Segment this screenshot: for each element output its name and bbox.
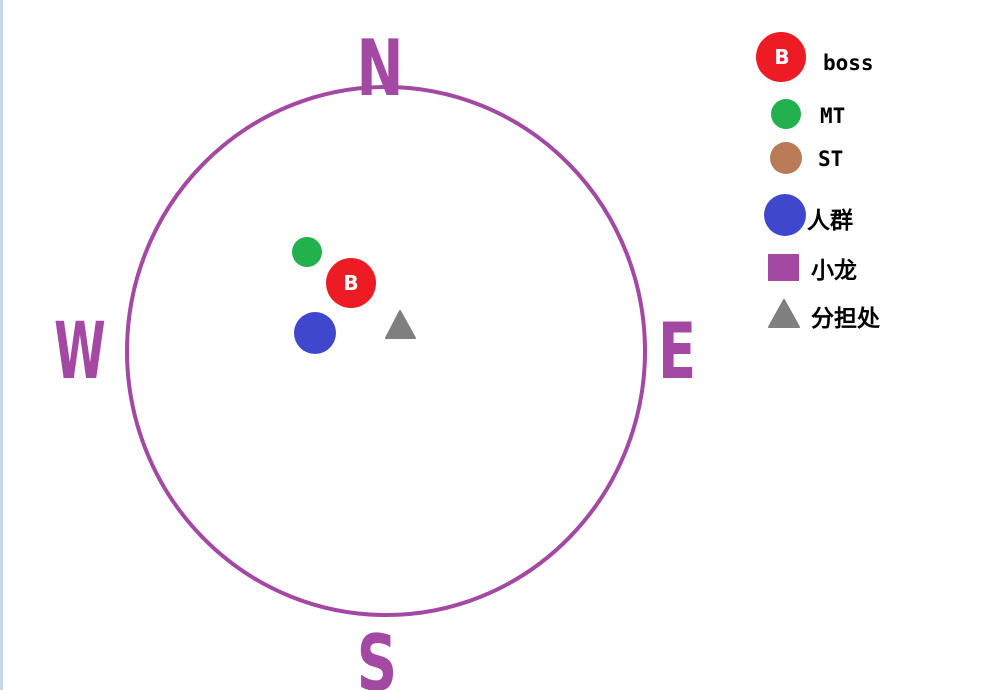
window-edge (0, 0, 3, 690)
legend-st-label: ST (818, 147, 843, 171)
legend-crowd-label: 人群 (807, 207, 853, 234)
compass-west: W (54, 306, 106, 397)
boss-marker (326, 258, 376, 308)
compass-north: N (357, 24, 404, 115)
legend-crowd-icon (764, 194, 806, 236)
compass-south: S (357, 619, 397, 690)
legend-mt-label: MT (820, 104, 845, 128)
compass-east: E (658, 307, 696, 398)
legend-st-icon (770, 142, 802, 174)
legend-share-icon (768, 299, 800, 328)
legend-dragon-label: 小龙 (811, 258, 857, 284)
legend: B boss MT ST 人群 小龙 分担处 (756, 32, 880, 332)
legend-boss-label: boss (823, 51, 874, 75)
mt-marker (292, 237, 322, 267)
legend-boss-icon-text: B (774, 45, 789, 69)
legend-boss-icon (756, 32, 806, 82)
crowd-marker (294, 312, 336, 354)
arena-ring (125, 85, 647, 617)
legend-mt-icon (771, 99, 801, 129)
legend-share-label: 分担处 (811, 306, 880, 332)
legend-dragon-icon (768, 254, 799, 281)
boss-marker-label: B (343, 271, 358, 295)
share-point-marker (385, 310, 416, 339)
